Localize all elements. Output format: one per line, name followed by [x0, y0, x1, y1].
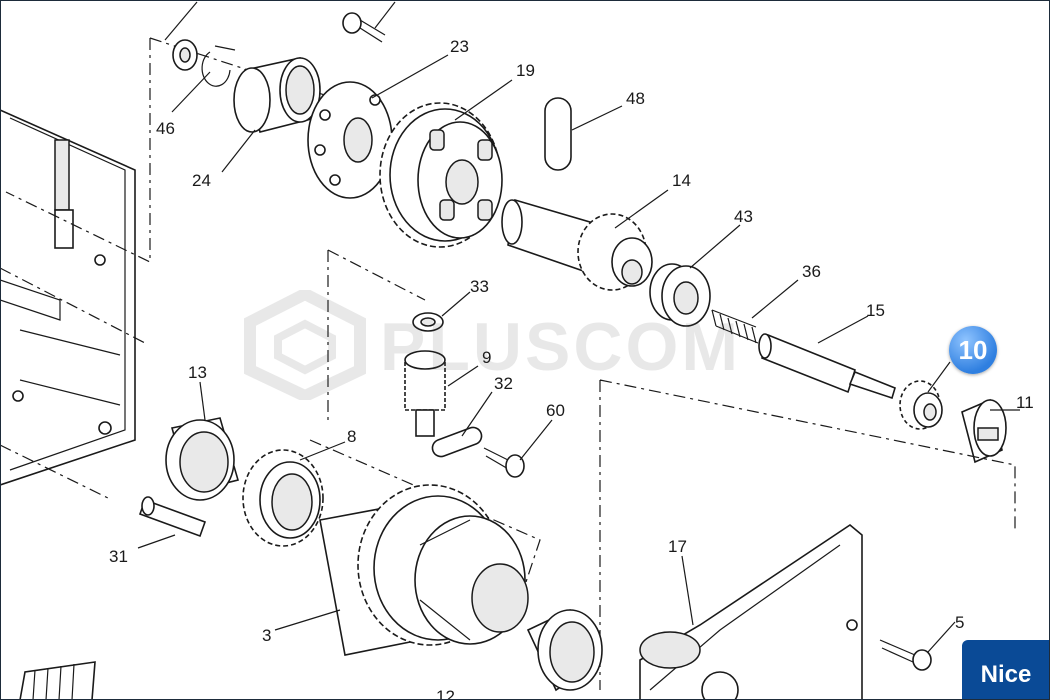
brand-logo: Nice [962, 640, 1050, 700]
label-36: 36 [802, 262, 821, 281]
part-32-link [431, 426, 483, 458]
part-12-bushing [526, 608, 603, 692]
label-23: 23 [450, 37, 469, 56]
part-10-small-gear [899, 380, 943, 430]
label-48: 48 [626, 89, 645, 108]
part-11-end-cap [961, 398, 1007, 464]
part-43-bearing [649, 263, 711, 327]
leader-lines [137, 1, 1020, 653]
label-24: 24 [192, 171, 211, 190]
gearbox-housing [0, 109, 146, 501]
label-12: 12 [436, 687, 455, 700]
part-5-screw [879, 639, 932, 671]
label-9: 9 [482, 348, 491, 367]
part-9-pinion [404, 350, 446, 437]
part-15-shaft [758, 333, 896, 400]
part-17-cover [639, 524, 863, 700]
label-60: 60 [546, 401, 565, 420]
label-15: 15 [866, 301, 885, 320]
part-24-bushing [233, 57, 321, 133]
label-33: 33 [470, 277, 489, 296]
part-19-large-gear [379, 102, 503, 248]
label-31: 31 [109, 547, 128, 566]
part-23-cam-disc [307, 81, 393, 199]
label-8: 8 [347, 427, 356, 446]
part-46-washer [172, 39, 236, 87]
part-33-washer [412, 312, 444, 332]
label-13: 13 [188, 363, 207, 382]
part-48-key [544, 97, 572, 171]
label-5: 5 [955, 613, 964, 632]
label-3: 3 [262, 626, 271, 645]
label-46: 46 [156, 119, 175, 138]
label-32: 32 [494, 374, 513, 393]
bottom-left-spring [19, 661, 96, 700]
part-3-output-gear [319, 484, 529, 656]
part-14-shaft-pinion [501, 198, 653, 291]
part-13-bushing [165, 417, 239, 501]
top-screw [342, 12, 386, 43]
label-19: 19 [516, 61, 535, 80]
label-14: 14 [672, 171, 691, 190]
part-8-ring [242, 449, 324, 547]
highlight-badge[interactable]: 10 [949, 326, 997, 374]
part-60-screw [483, 447, 525, 478]
label-17: 17 [668, 537, 687, 556]
label-43: 43 [734, 207, 753, 226]
part-31-pin [138, 496, 207, 538]
part-36-spring [711, 309, 759, 344]
label-11: 11 [1016, 393, 1034, 412]
